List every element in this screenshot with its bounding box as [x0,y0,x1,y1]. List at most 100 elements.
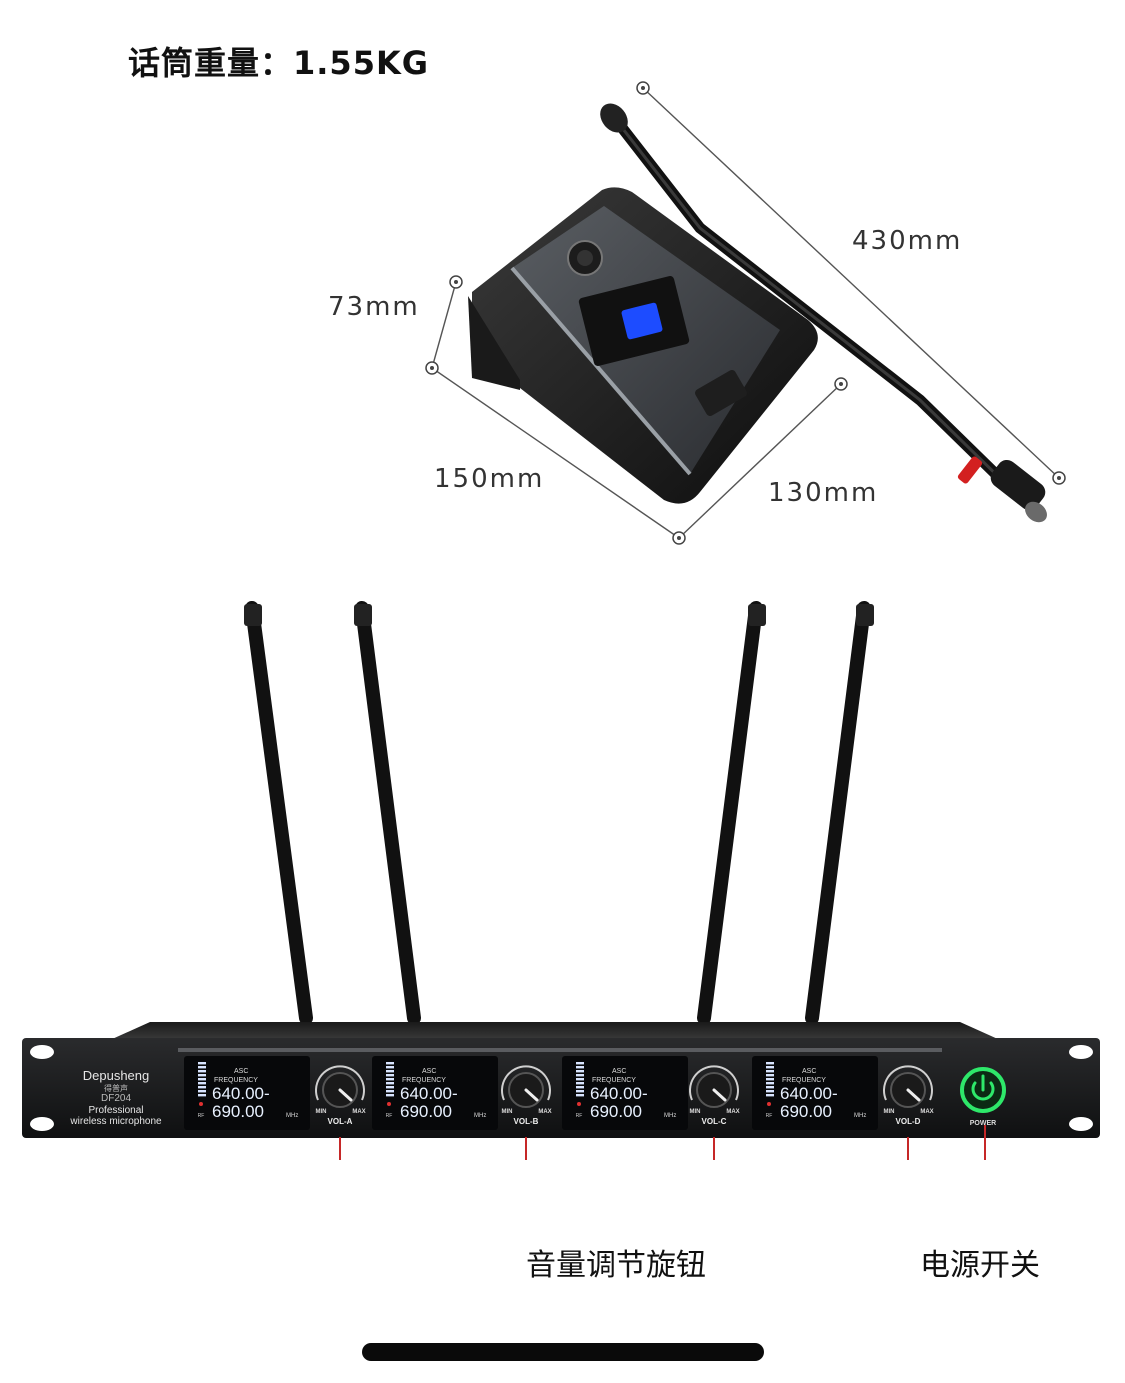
rack-ear-hole [30,1117,54,1131]
rf-label: RF [386,1113,393,1119]
page-title: 话筒重量：1.55KG [128,44,430,82]
volume-knob-label: VOL-B [514,1117,539,1126]
frequency-end: 690.00 [780,1102,832,1121]
rf-meter-bar [386,1062,394,1065]
frequency-start: 640.00- [590,1084,648,1103]
gooseneck-length-label: 430mm [852,226,963,256]
frequency-label: FREQUENCY [592,1077,636,1084]
lcd-display [752,1056,878,1130]
frequency-label: FREQUENCY [782,1077,826,1084]
rf-meter-bar [576,1086,584,1089]
frequency-end: 690.00 [590,1102,642,1121]
knob-min-label: MIN [502,1109,513,1115]
rf-indicator [577,1102,581,1106]
microphone-illustration [425,81,1066,545]
volume-knob-label: VOL-A [328,1117,353,1126]
knob-max-label: MAX [920,1109,933,1115]
rf-meter-bar [386,1070,394,1073]
frequency-label: FREQUENCY [214,1077,258,1084]
home-indicator[interactable] [362,1343,764,1361]
rf-meter-bar [576,1070,584,1073]
dimension-lines [431,87,1060,539]
rf-meter-bar [576,1090,584,1093]
volume-knob-label: VOL-D [896,1117,921,1126]
volume-knob-callout: 音量调节旋钮 [526,1248,706,1283]
tagline-line-1: Professional [88,1105,143,1116]
rf-indicator [767,1102,771,1106]
rf-indicator [199,1102,203,1106]
rf-meter-bar [386,1082,394,1085]
frequency-label: FREQUENCY [402,1077,446,1084]
frequency-start: 640.00- [780,1084,838,1103]
power-label: POWER [970,1120,996,1127]
rf-meter-bar [386,1086,394,1089]
frequency-start: 640.00- [400,1084,458,1103]
rf-meter-bar [198,1078,206,1081]
chassis-top [110,1022,1000,1040]
rf-meter-bar [766,1078,774,1081]
volume-knob-2 [501,1065,551,1108]
volume-knob-label: VOL-C [702,1117,727,1126]
rf-meter-bar [576,1082,584,1085]
rf-meter-bar [766,1066,774,1069]
rf-meter-bar [198,1086,206,1089]
frequency-end: 690.00 [400,1102,452,1121]
brand-name: Depusheng [83,1068,150,1083]
rf-meter-bar [198,1062,206,1065]
knob-max-label: MAX [538,1109,551,1115]
rf-label: RF [766,1113,773,1119]
lcd-display [562,1056,688,1130]
rf-meter-bar [386,1094,394,1097]
knob-max-label: MAX [726,1109,739,1115]
rf-meter-bar [386,1074,394,1077]
rf-meter-bar [576,1066,584,1069]
rack-ear-hole [1069,1117,1093,1131]
rf-meter-bar [766,1094,774,1097]
frequency-end: 690.00 [212,1102,264,1121]
knob-min-label: MIN [690,1109,701,1115]
rf-label: RF [198,1113,205,1119]
rf-meter-bar [576,1062,584,1065]
rf-meter-bar [766,1082,774,1085]
rack-ear-hole [30,1045,54,1059]
rf-meter-bar [386,1090,394,1093]
rf-meter-bar [386,1066,394,1069]
antennas [244,601,874,1025]
rack-ear-hole [1069,1045,1093,1059]
frequency-unit: MHz [286,1113,298,1119]
antenna-4 [805,601,874,1025]
rf-indicator [387,1102,391,1106]
front-panel [22,1038,1100,1138]
rf-meter-bar [198,1090,206,1093]
base-width-label: 130mm [768,478,879,508]
asc-label: ASC [422,1068,436,1075]
rf-meter-bar [576,1078,584,1081]
power-icon [971,1081,995,1101]
volume-knob-4 [883,1065,933,1108]
rf-meter-bar [198,1082,206,1085]
rf-meter-bar [386,1078,394,1081]
rf-meter-bar [766,1062,774,1065]
rf-meter-bar [766,1090,774,1093]
base-height-label: 73mm [328,292,420,322]
frequency-unit: MHz [474,1113,486,1119]
asc-label: ASC [612,1068,626,1075]
frequency-start: 640.00- [212,1084,270,1103]
antenna-1 [244,601,313,1025]
lcd-display [184,1056,310,1130]
volume-knob-1 [315,1065,365,1108]
knob-min-label: MIN [884,1109,895,1115]
asc-label: ASC [234,1068,248,1075]
model-number: DF204 [101,1093,131,1104]
gooseneck-microphone [600,103,1047,523]
rf-meter-bar [766,1074,774,1077]
rf-meter-bar [198,1074,206,1077]
rf-meter-bar [766,1070,774,1073]
power-switch-callout: 电源开关 [920,1248,1040,1283]
frequency-unit: MHz [854,1113,866,1119]
brand-name-cn: 得普声 [104,1083,128,1093]
